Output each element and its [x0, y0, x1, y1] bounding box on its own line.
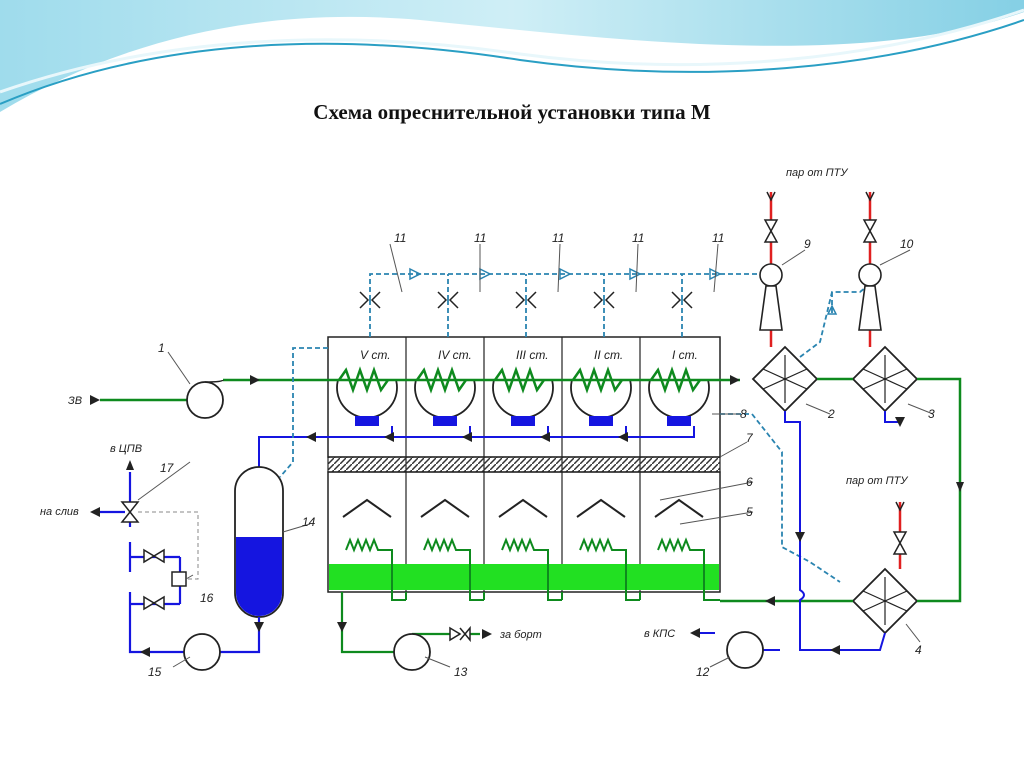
separator-mesh	[327, 456, 721, 473]
evaporator-block	[327, 336, 721, 593]
heating-coils	[345, 537, 720, 601]
label-n11a: 11	[394, 231, 406, 245]
controller-16	[171, 571, 187, 587]
slide-title: Схема опреснительной установки типа М	[313, 100, 711, 124]
pump-1	[186, 381, 224, 419]
steam-lines	[769, 192, 902, 569]
label-zv: ЗВ	[68, 395, 82, 407]
label-n4: 4	[915, 643, 922, 657]
label-n3: 3	[928, 407, 935, 421]
label-n17: 17	[160, 461, 175, 475]
label-n16: 16	[200, 591, 214, 605]
vapor-lines	[279, 273, 871, 583]
label-n13: 13	[454, 665, 468, 679]
condenser-coils	[337, 366, 702, 394]
label-n2: 2	[827, 407, 835, 421]
stage-label-1: I ст.	[672, 348, 698, 362]
label-par-ptu-top: пар от ПТУ	[786, 167, 848, 179]
label-n9: 9	[804, 237, 811, 251]
label-n8: 8	[740, 407, 747, 421]
label-n11e: 11	[712, 231, 724, 245]
valves-left	[120, 501, 165, 611]
label-n10: 10	[900, 237, 914, 251]
ejectors	[359, 291, 693, 309]
label-n5: 5	[746, 505, 753, 519]
distillate-return	[784, 411, 900, 651]
label-n14: 14	[302, 515, 316, 529]
label-n6: 6	[746, 475, 753, 489]
pump-13	[393, 633, 431, 671]
label-par-ptu-right: пар от ПТУ	[846, 475, 908, 487]
label-n11d: 11	[632, 231, 644, 245]
label-v-cpv: в ЦПВ	[110, 443, 142, 455]
header-wave	[0, 0, 1024, 112]
stage-label-4: IV ст.	[438, 348, 472, 362]
pump-15	[183, 633, 221, 671]
desalination-diagram: V ст. IV ст. III ст. II ст. I ст.	[40, 167, 964, 679]
label-v-kps: в КПС	[644, 628, 675, 640]
pump-12	[726, 631, 764, 669]
label-n7: 7	[746, 431, 754, 445]
demisters	[342, 498, 704, 518]
label-n1: 1	[158, 341, 165, 355]
heat-exchangers	[751, 345, 919, 635]
stage-label-5: V ст.	[360, 348, 391, 362]
stage-label-3: III ст.	[516, 348, 549, 362]
label-n11c: 11	[552, 231, 564, 245]
brine-layer	[329, 564, 719, 590]
label-na-sliv: на слив	[40, 506, 79, 518]
stage-label-2: II ст.	[594, 348, 623, 362]
label-n12: 12	[696, 665, 710, 679]
label-za-bort: за борт	[499, 629, 542, 641]
label-n11b: 11	[474, 231, 486, 245]
steam-ejectors	[759, 263, 882, 331]
distillate-trays	[355, 416, 691, 426]
label-n15: 15	[148, 665, 162, 679]
